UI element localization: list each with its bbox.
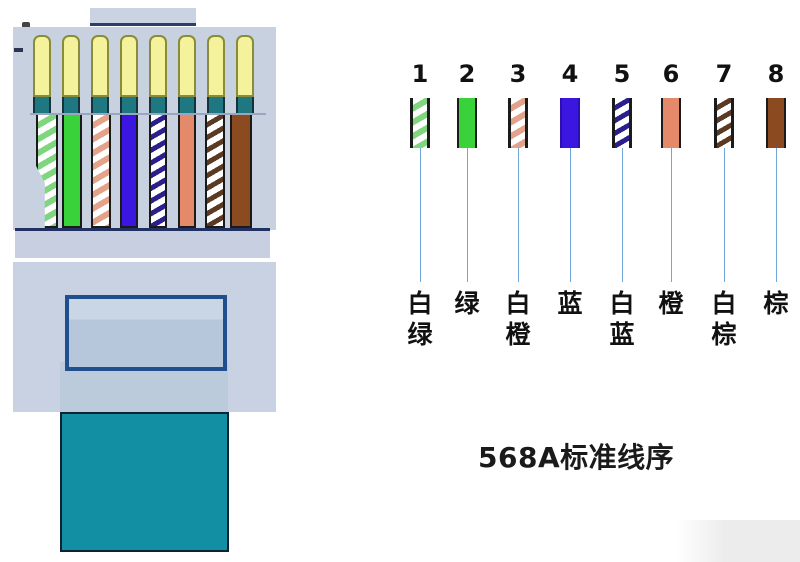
connector-knob [22,22,30,27]
leader-line [419,148,421,282]
connector-base-edge [15,228,270,231]
pin-column-8: 8 棕 [756,60,796,319]
wire-swatch-white-green [410,98,430,148]
wire-swatch-brown [766,98,786,148]
wire-swatch-orange [661,98,681,148]
pin-column-4: 4 蓝 [550,60,590,319]
pin-number: 3 [509,60,527,88]
pin-contact-8 [236,35,254,97]
pin-column-2: 2 绿 [447,60,487,319]
pin-contact-1 [33,35,51,97]
pin-number: 8 [767,60,785,88]
pin-collar-5 [149,97,167,115]
pin-contact-2 [62,35,80,97]
pin-collar-6 [178,97,196,115]
connector-mark [14,48,23,52]
pin-column-6: 6 橙 [651,60,691,319]
wire-swatch-white-orange [508,98,528,148]
contact-bar [30,113,266,115]
wire-5-white-blue [149,115,167,228]
leader-line [569,148,571,282]
pin-collar-8 [236,97,254,115]
wire-7-white-brown [205,115,225,228]
pin-contact-3 [91,35,109,97]
pin-column-3: 3 白 橙 [498,60,538,350]
pin-label: 橙 [658,289,684,318]
pin-number: 6 [662,60,680,88]
pin-collar-2 [62,97,80,115]
leader-line [517,148,519,282]
pin-column-5: 5 白 蓝 [602,60,642,350]
connector-base-strip [15,231,270,258]
pin-number: 4 [561,60,579,88]
connector-boot [60,412,229,552]
diagram-title: 568A标准线序 [478,441,675,474]
wire-swatch-green [457,98,477,148]
leader-line [670,148,672,282]
pin-contact-4 [120,35,138,97]
pin-collar-7 [207,97,225,115]
connector-latch-window [65,295,227,371]
pin-label: 蓝 [557,289,583,318]
wire-swatch-white-brown [714,98,734,148]
pin-number: 1 [411,60,429,88]
pin-label: 白 橙 [505,289,531,349]
pin-collar-3 [91,97,109,115]
pin-number: 2 [458,60,476,88]
wire-swatch-blue [560,98,580,148]
leader-line [723,148,725,282]
pin-contact-7 [207,35,225,97]
pin-label: 棕 [763,289,789,318]
wire-4-blue [120,115,138,228]
pin-label: 白 绿 [407,289,433,349]
leader-line [621,148,623,282]
corner-shade [675,520,800,562]
pin-label: 白 棕 [711,289,737,349]
pin-contact-6 [178,35,196,97]
pin-label: 白 蓝 [609,289,635,349]
pin-column-1: 1 白 绿 [400,60,440,350]
connector-latch-top [90,8,196,26]
pin-number: 5 [613,60,631,88]
pin-label: 绿 [454,289,480,318]
pin-contact-5 [149,35,167,97]
leader-line [775,148,777,282]
wire-8-brown [230,115,252,228]
pin-collar-4 [120,97,138,115]
pin-column-7: 7 白 棕 [704,60,744,350]
leader-line [466,148,468,282]
pin-collar-1 [33,97,51,115]
wire-swatch-white-blue [612,98,632,148]
pin-number: 7 [715,60,733,88]
wire-3-white-orange [91,115,111,228]
wire-2-green [62,115,82,228]
wire-6-orange [178,115,196,228]
